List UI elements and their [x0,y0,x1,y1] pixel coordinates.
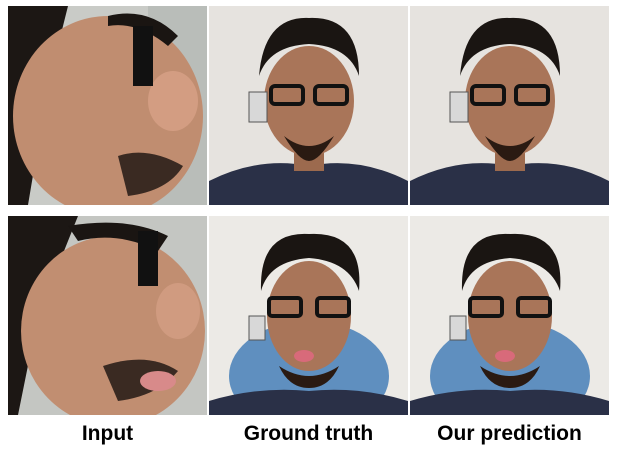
caption-prediction: Our prediction [437,422,582,445]
row2-prediction-image [410,216,609,415]
caption-input: Input [81,422,134,445]
row2-ground-truth-image [209,216,408,415]
row1-ground-truth-image [209,6,408,205]
caption-ground-truth: Ground truth [243,422,374,445]
row1-input-image [8,6,207,205]
row1-prediction-image [410,6,609,205]
row2-input-image [8,216,207,415]
